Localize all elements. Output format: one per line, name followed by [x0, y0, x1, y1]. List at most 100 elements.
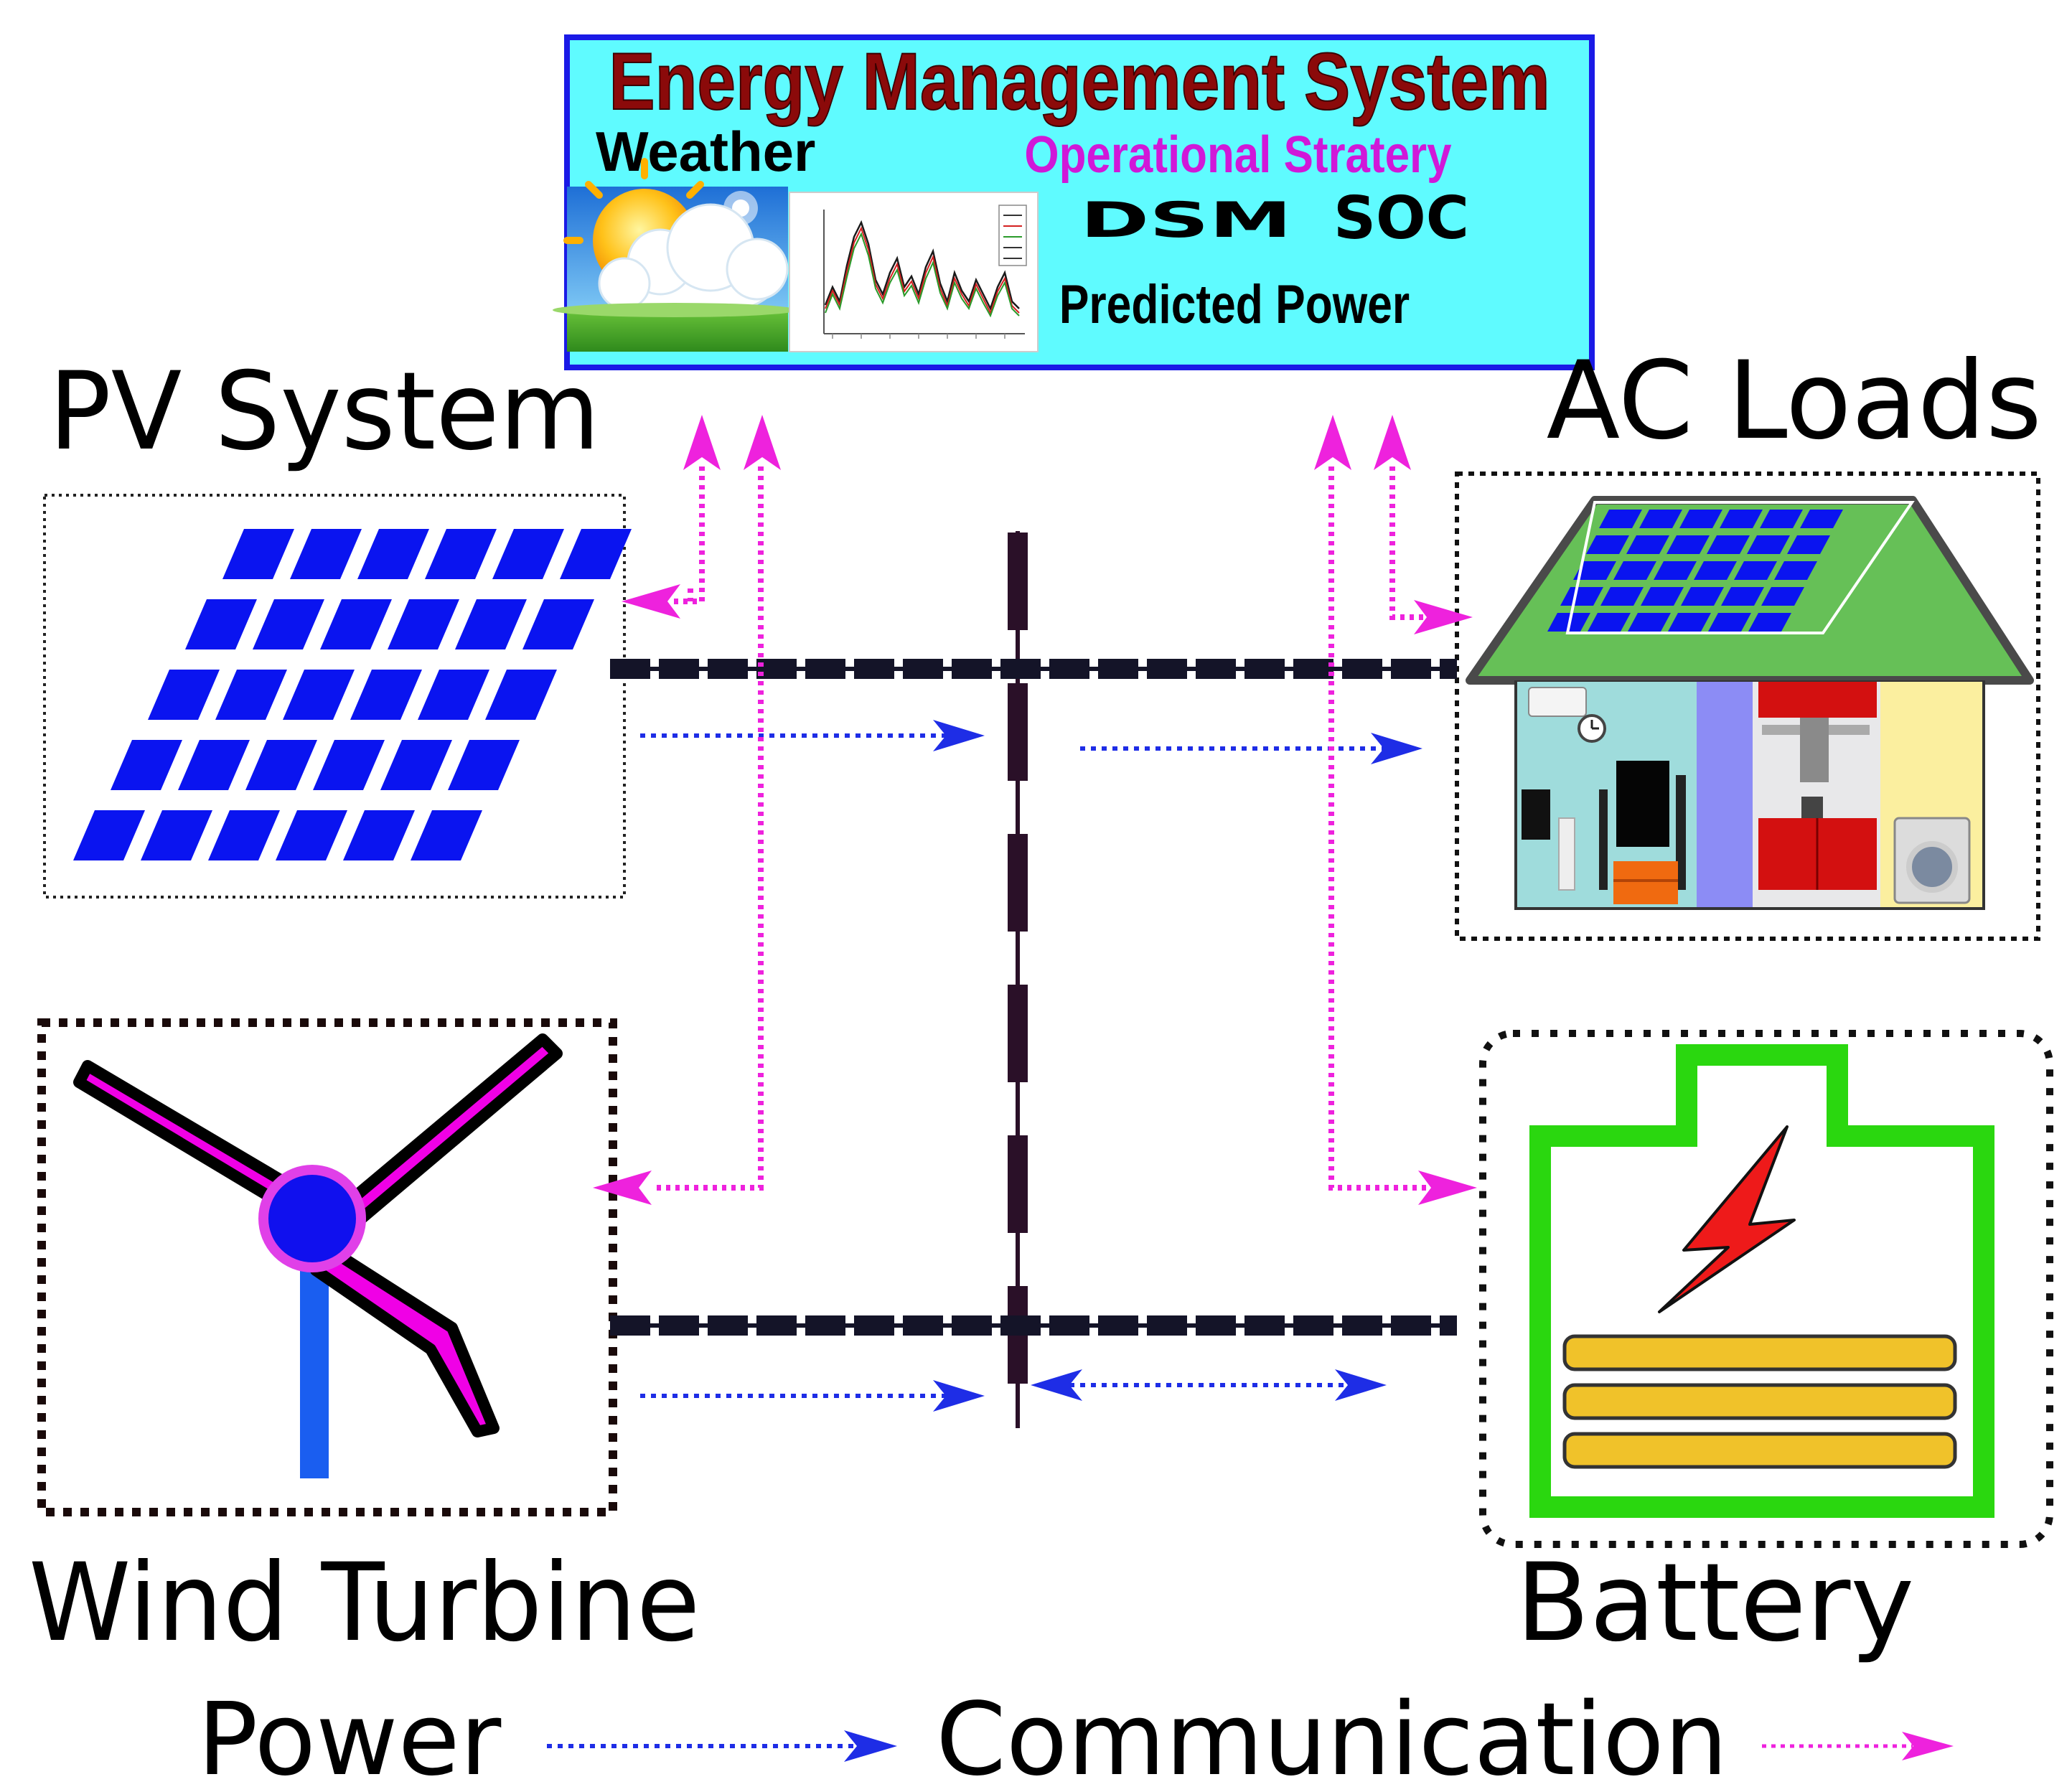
solar-cell	[1668, 613, 1711, 632]
comm-arrow-pv	[673, 466, 705, 604]
solar-cell	[253, 599, 324, 649]
solar-cell	[245, 740, 317, 790]
solar-cell	[313, 740, 385, 790]
solar-cell	[560, 529, 632, 579]
solar-cell	[1694, 561, 1737, 580]
solar-cell	[283, 670, 355, 720]
ac-loads-box	[1455, 472, 2040, 941]
solar-cell	[1613, 561, 1656, 580]
solar-cell	[1654, 561, 1697, 580]
solar-cell	[141, 810, 212, 860]
solar-cell	[522, 599, 594, 649]
solar-cell	[1588, 613, 1631, 632]
power-arrow-ac	[1080, 733, 1422, 764]
ems-soc-label: SOC	[1333, 184, 1469, 253]
power-flow-arrows	[640, 720, 1422, 1412]
solar-cell	[276, 810, 347, 860]
solar-cell	[1599, 510, 1642, 528]
solar-panel-icon	[73, 529, 632, 860]
legend-communication-arrow	[1762, 1732, 1954, 1760]
ems-predicted-label: Predicted Power	[1059, 273, 1410, 334]
solar-cell	[1573, 561, 1616, 580]
legend-power-label: Power	[197, 1681, 502, 1792]
ems-strategy-label: Operational Stratery	[1024, 126, 1451, 184]
solar-cell	[1787, 535, 1830, 554]
solar-cell	[1720, 510, 1763, 528]
solar-cell	[448, 740, 520, 790]
solar-cell	[222, 529, 294, 579]
communication-arrows	[653, 466, 1435, 1191]
wind-turbine-icon	[73, 1033, 563, 1478]
solar-cell	[1681, 587, 1724, 606]
solar-cell	[1626, 535, 1669, 554]
solar-cell	[425, 529, 497, 579]
solar-cell	[1721, 587, 1764, 606]
solar-cell	[1748, 613, 1791, 632]
wind-speed-plot-icon	[789, 192, 1039, 352]
ems-weather-label: Weather	[596, 120, 815, 183]
power-arrow-wind	[640, 1380, 985, 1412]
solar-cell	[418, 670, 489, 720]
solar-cell	[208, 810, 280, 860]
solar-cell	[320, 599, 392, 649]
pv-system-box	[43, 494, 632, 899]
solar-cell	[411, 810, 482, 860]
solar-cell	[185, 599, 257, 649]
solar-cell	[1747, 535, 1790, 554]
legend: Power Communication	[197, 1681, 1954, 1792]
solar-cell	[148, 670, 220, 720]
battery-icon	[1529, 1044, 1994, 1518]
roof-panel-frame	[1565, 501, 1915, 634]
solar-cell	[1639, 510, 1682, 528]
sun-cloud-icon	[553, 158, 797, 352]
solar-cell	[1628, 613, 1671, 632]
solar-cell	[215, 670, 287, 720]
solar-cell	[1761, 587, 1804, 606]
solar-cell	[388, 599, 459, 649]
ems-dsm-label: DSM	[1080, 192, 1292, 249]
legend-power-arrow	[547, 1730, 897, 1762]
roof-solar-panel-icon	[1547, 501, 1915, 634]
solar-cell	[1641, 587, 1684, 606]
solar-cell	[1734, 561, 1777, 580]
solar-cell	[350, 670, 422, 720]
comm-arrow-wind	[653, 466, 764, 1191]
communication-arrowheads	[593, 415, 1477, 1205]
ems-panel: Energy Management System Weather Operati…	[553, 34, 1595, 370]
battery-label: Battery	[1516, 1541, 1914, 1666]
solar-cell	[1600, 587, 1644, 606]
solar-cell	[73, 810, 145, 860]
solar-cell	[1560, 587, 1603, 606]
solar-cell	[1800, 510, 1843, 528]
comm-arrow-ac	[1389, 466, 1435, 620]
power-arrow-battery-bidirectional	[1031, 1369, 1387, 1401]
solar-cell	[1586, 535, 1629, 554]
ems-title: Energy Management System	[609, 37, 1550, 126]
solar-cell	[485, 670, 557, 720]
solar-cell	[1760, 510, 1803, 528]
legend-communication-label: Communication	[936, 1681, 1728, 1792]
battery-box	[1479, 1030, 2053, 1548]
lightning-bolt-icon	[1658, 1125, 1796, 1313]
wind-turbine-label: Wind Turbine	[29, 1540, 700, 1665]
power-arrow-pv	[640, 720, 985, 751]
solar-cell	[357, 529, 429, 579]
solar-cell	[1774, 561, 1817, 580]
wind-turbine-box	[37, 1018, 617, 1516]
comm-arrow-battery	[1328, 466, 1428, 1191]
solar-cell	[343, 810, 415, 860]
solar-cell	[1666, 535, 1710, 554]
solar-cell	[178, 740, 250, 790]
pv-system-label: PV System	[49, 349, 600, 474]
solar-cell	[455, 599, 527, 649]
solar-cell	[380, 740, 452, 790]
power-bus	[610, 531, 1457, 1428]
solar-cell	[1707, 535, 1750, 554]
house-icon	[1466, 496, 2034, 910]
ac-loads-label: AC Loads	[1547, 339, 2042, 464]
solar-cell	[290, 529, 362, 579]
solar-cell	[1679, 510, 1722, 528]
solar-cell	[492, 529, 564, 579]
